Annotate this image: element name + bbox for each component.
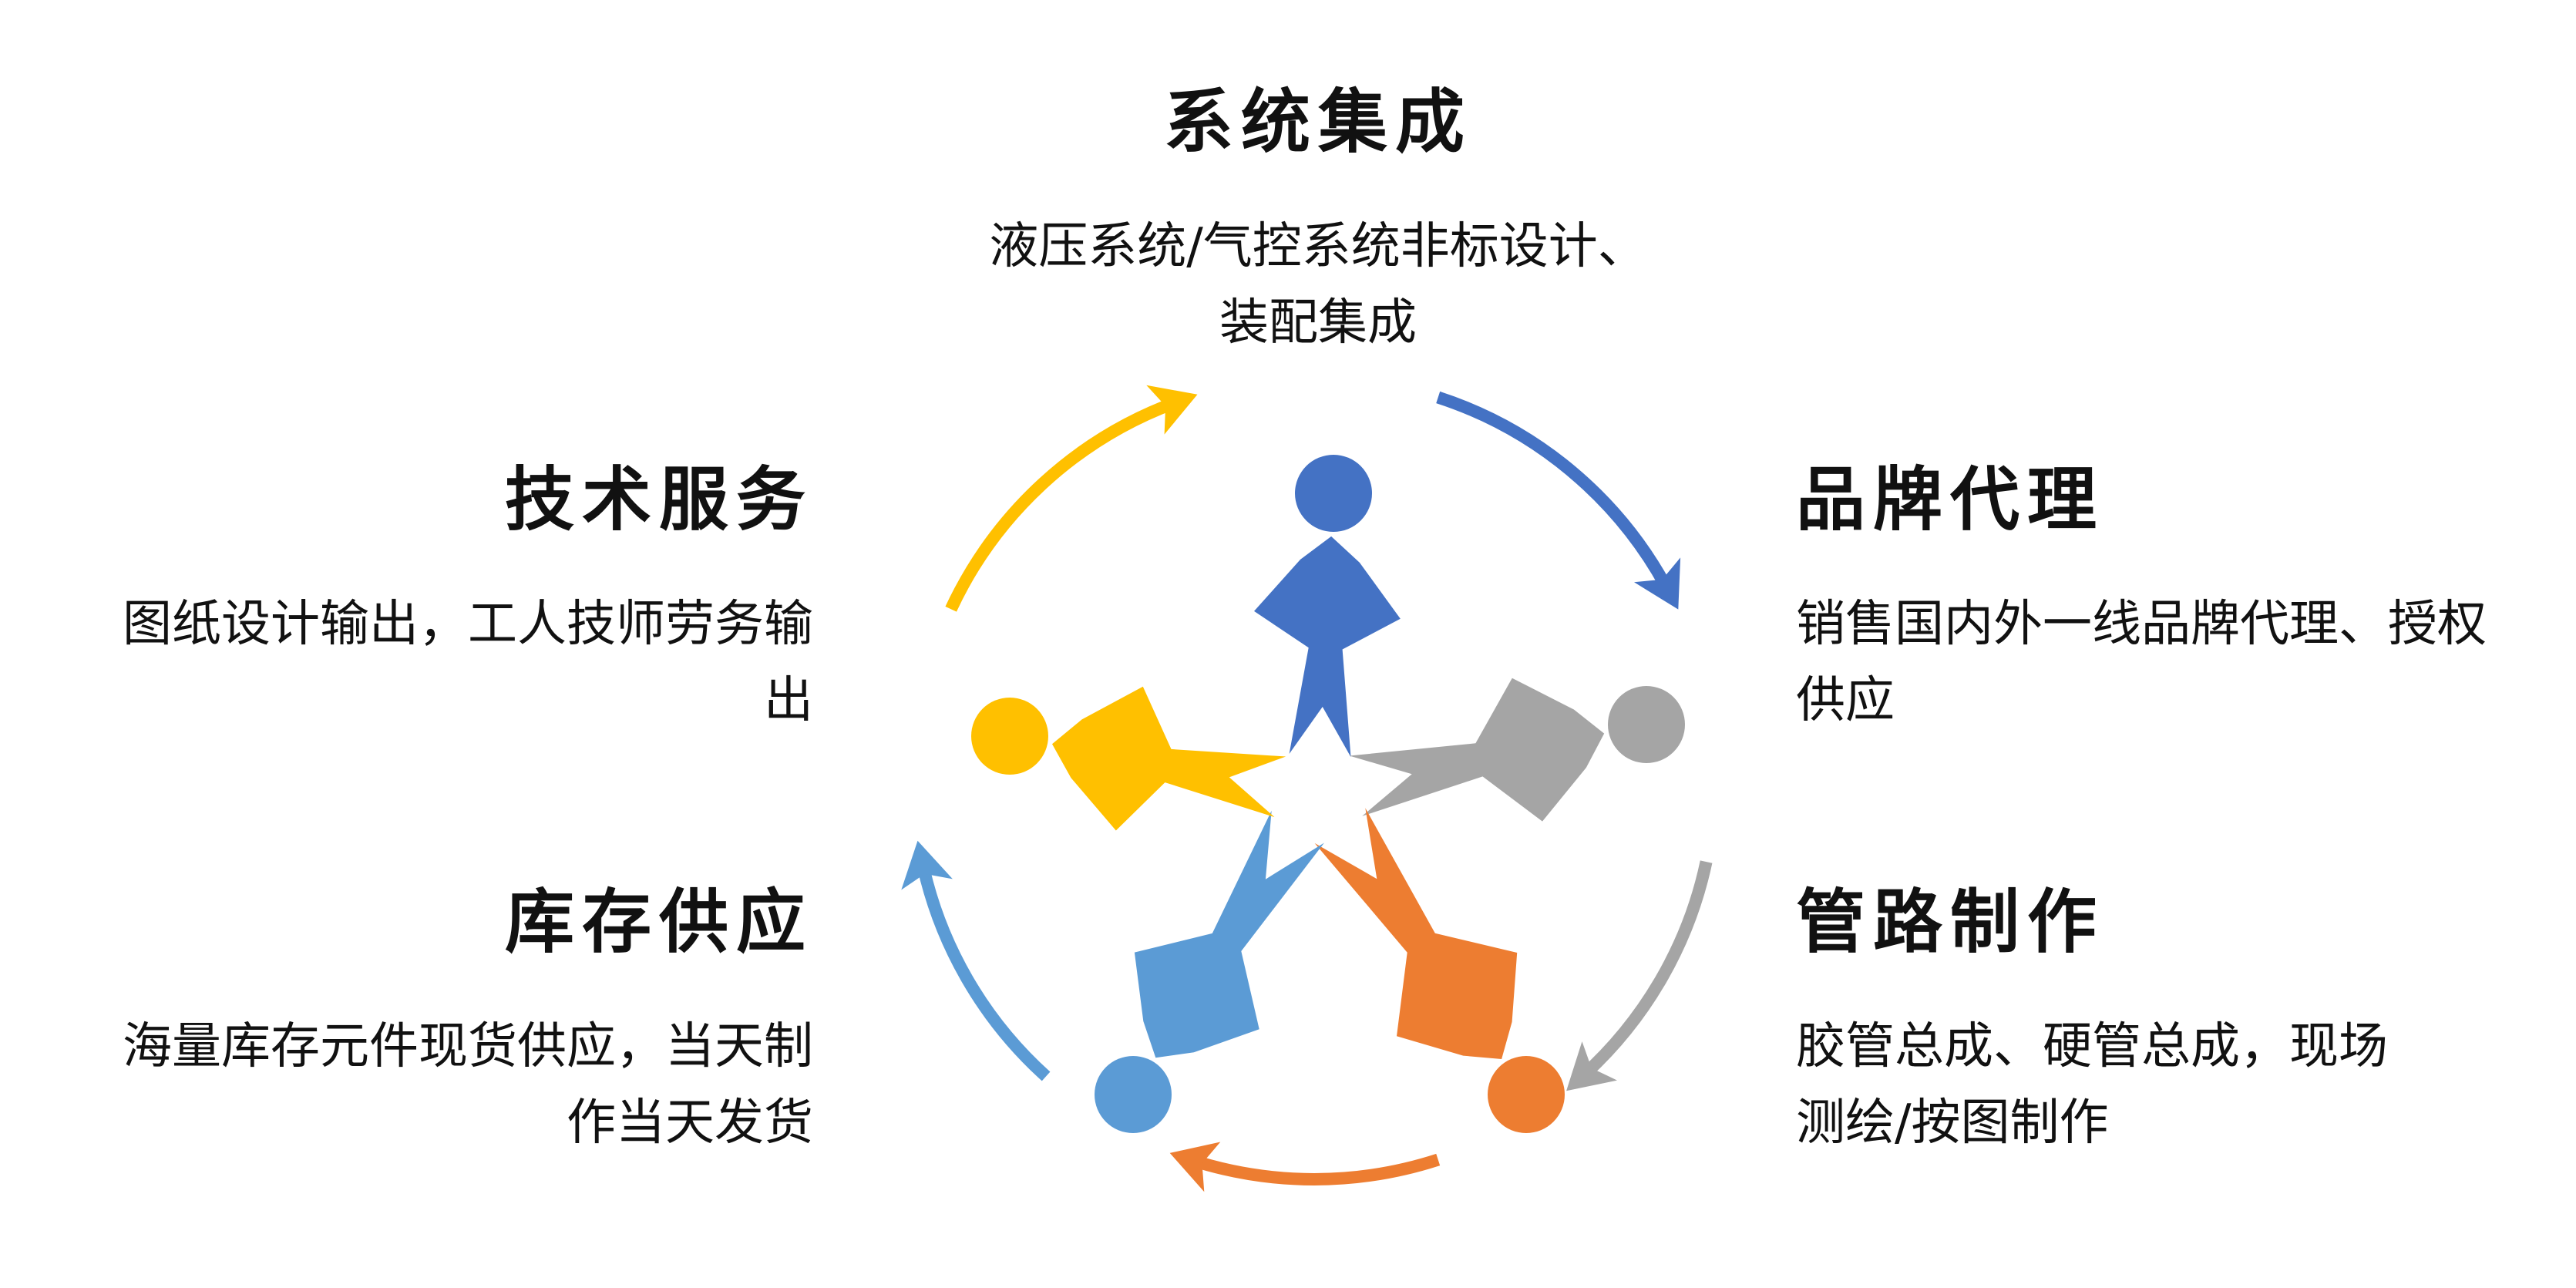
figure-upper-left (971, 686, 1286, 831)
arrow-shaft (1578, 860, 1713, 1081)
node-top-description: 液压系统/气控系统非标设计、 装配集成 (894, 209, 1742, 362)
node-upper-right-title: 品牌代理 (1796, 459, 2104, 540)
arrow-shaft (916, 860, 1051, 1081)
figure-lower-left (1095, 810, 1324, 1133)
figure-body (1314, 808, 1518, 1059)
cycle-arrow-lower-right-to-lower-left (1169, 1142, 1441, 1192)
figure-body (1254, 536, 1401, 758)
cycle-arrow-lower-left-to-upper-left (901, 840, 1051, 1081)
node-lower-left-line-2: 作当天发货 (567, 1095, 813, 1152)
cycle-arrow-top-to-upper-right (1436, 391, 1681, 610)
node-top-title: 系统集成 (1164, 82, 1472, 163)
figure-head (1608, 686, 1685, 763)
node-lower-right-line-1: 胶管总成、硬管总成，现场 (1796, 1018, 2388, 1075)
node-lower-left-text: 库存供应 海量库存元件现货供应，当天制 作当天发货 (116, 881, 813, 1162)
figure-head (1095, 1056, 1172, 1133)
node-upper-right-description: 销售国内外一线品牌代理、授权 供应 (1796, 587, 2528, 739)
figure-top (1254, 455, 1401, 758)
figure-body (1349, 678, 1605, 822)
node-lower-left-title: 库存供应 (505, 882, 813, 963)
cycle-arrow-upper-right-to-lower-right (1566, 860, 1713, 1091)
arrow-shaft (1188, 1153, 1441, 1185)
node-upper-left-description: 图纸设计输出，工人技师劳务输 出 (116, 587, 813, 739)
node-upper-right-line-2: 供应 (1796, 672, 1895, 730)
arrow-head (1146, 385, 1198, 435)
arrow-shaft (1436, 391, 1674, 594)
node-lower-right-title: 管路制作 (1796, 882, 2104, 963)
arrow-head (1566, 1041, 1617, 1091)
node-top-line-1: 液压系统/气控系统非标设计、 (989, 218, 1647, 275)
figure-upper-right (1349, 678, 1685, 822)
node-lower-left-line-1: 海量库存元件现货供应，当天制 (123, 1018, 813, 1075)
arrow-head (1634, 557, 1681, 610)
node-upper-right-line-1: 销售国内外一线品牌代理、授权 (1796, 596, 2487, 653)
node-lower-right-line-2: 测绘/按图制作 (1796, 1095, 2109, 1152)
figure-head (971, 698, 1048, 775)
arrow-head (1169, 1142, 1221, 1192)
figure-lower-right (1314, 808, 1565, 1133)
node-top-line-2: 装配集成 (1219, 294, 1417, 352)
node-lower-right-description: 胶管总成、硬管总成，现场 测绘/按图制作 (1796, 1009, 2528, 1162)
arrow-shaft (945, 395, 1179, 612)
node-upper-left-line-1: 图纸设计输出，工人技师劳务输 (123, 596, 813, 653)
node-upper-left-line-2: 出 (764, 672, 813, 730)
node-upper-right-text: 品牌代理 销售国内外一线品牌代理、授权 供应 (1796, 459, 2528, 739)
figure-head (1295, 455, 1372, 532)
arrow-head (901, 840, 953, 890)
figure-head (1488, 1056, 1565, 1133)
node-top-text: 系统集成 液压系统/气控系统非标设计、 装配集成 (894, 81, 1742, 362)
node-lower-right-text: 管路制作 胶管总成、硬管总成，现场 测绘/按图制作 (1796, 881, 2528, 1162)
node-upper-left-title: 技术服务 (505, 459, 813, 540)
node-upper-left-text: 技术服务 图纸设计输出，工人技师劳务输 出 (116, 459, 813, 739)
figure-body (1052, 686, 1286, 831)
node-lower-left-description: 海量库存元件现货供应，当天制 作当天发货 (116, 1009, 813, 1162)
figure-body (1134, 810, 1324, 1058)
cycle-arrow-upper-left-to-top (945, 385, 1198, 612)
